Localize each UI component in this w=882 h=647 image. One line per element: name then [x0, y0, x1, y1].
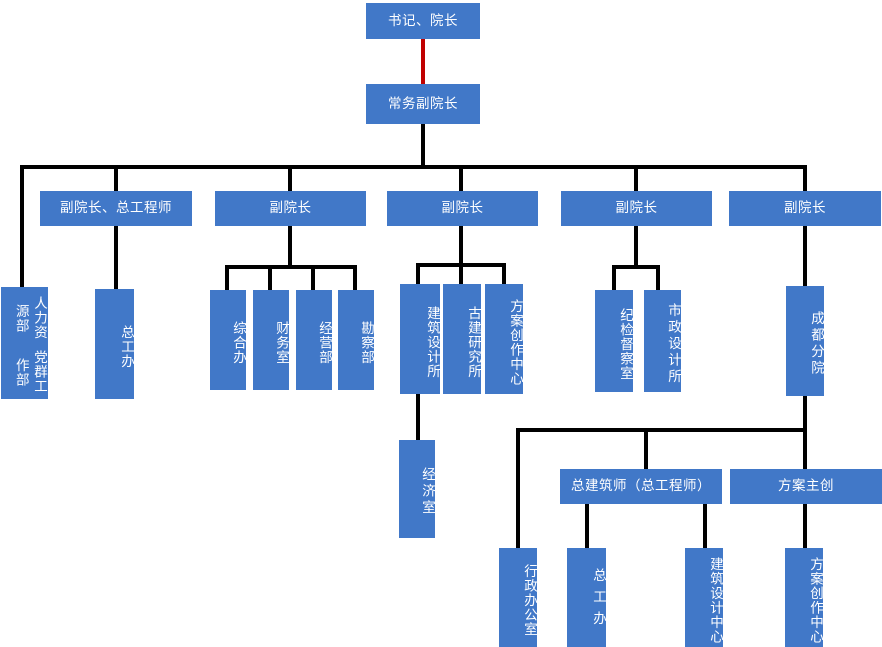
- edge-bus-to-vp4: [634, 165, 638, 191]
- node-party-dept-label: 党群工作部: [12, 350, 47, 394]
- node-scheme-center[interactable]: 方案创作中心: [485, 284, 523, 394]
- node-discipline-office[interactable]: 纪检督察室: [595, 290, 633, 392]
- edge-vp2-stem: [288, 226, 292, 267]
- edge-chief-architect-to-arch-design-center: [703, 504, 707, 548]
- edge-vp3-to-scheme-center: [502, 263, 506, 285]
- edge-vp4-to-municipal-institute: [656, 265, 660, 290]
- node-municipal-institute[interactable]: 市政设计所: [644, 290, 681, 392]
- node-root[interactable]: 书记、院长: [366, 3, 480, 39]
- edge-vp2-to-survey-dept: [353, 265, 357, 290]
- edge-vp4-bus: [612, 265, 660, 269]
- edge-chengdu-to-scheme-lead: [803, 428, 807, 469]
- node-chengdu-branch[interactable]: 成都分院: [786, 286, 824, 396]
- edge-exec-vp-stem: [421, 124, 425, 168]
- edge-chief-architect-to-chief-eng-office2: [585, 504, 589, 548]
- node-vp5[interactable]: 副院长: [729, 191, 881, 226]
- edge-bus-to-hr-party: [20, 165, 24, 287]
- edge-vp4-stem: [634, 226, 638, 267]
- edge-arch-institute-to-economics-office: [416, 393, 420, 440]
- edge-vp2-to-finance-office: [268, 265, 272, 290]
- node-finance-office[interactable]: 财务室: [253, 290, 289, 390]
- node-operations-dept[interactable]: 经营部: [296, 290, 332, 390]
- edge-bus-to-vp1: [114, 165, 118, 191]
- edge-bus-to-vp3: [459, 165, 463, 191]
- edge-vp1-to-chief-eng-office: [114, 226, 118, 289]
- edge-chengdu-bus: [516, 428, 807, 432]
- node-scheme-lead[interactable]: 方案主创: [730, 469, 882, 504]
- node-ancient-arch-institute[interactable]: 古建研究所: [443, 284, 481, 394]
- edge-scheme-lead-to-scheme-creation-center: [803, 504, 807, 548]
- node-vp2[interactable]: 副院长: [215, 191, 366, 226]
- edge-vp2-to-general-office: [225, 265, 229, 290]
- node-chief-architect[interactable]: 总建筑师（总工程师）: [560, 469, 722, 504]
- edge-vp5-to-chengdu-branch: [803, 226, 807, 286]
- node-chief-eng-office[interactable]: 总工办: [95, 289, 134, 399]
- edge-main-bus: [20, 165, 806, 169]
- node-exec-vp[interactable]: 常务副院长: [366, 84, 480, 124]
- node-vp3[interactable]: 副院长: [387, 191, 538, 226]
- edge-vp4-to-discipline-office: [612, 265, 616, 290]
- edge-vp2-to-operations-dept: [311, 265, 315, 290]
- edge-chengdu-to-admin-office: [516, 428, 520, 548]
- edge-vp3-stem: [459, 226, 463, 267]
- edge-chengdu-stem: [803, 395, 807, 431]
- node-hr-and-party-depts[interactable]: 人力资源部 党群工作部: [1, 287, 48, 399]
- node-chief-eng-office2[interactable]: 总工办: [567, 548, 606, 647]
- edge-vp3-to-arch-design-institute: [416, 263, 420, 285]
- node-arch-design-center[interactable]: 建筑设计中心: [685, 548, 723, 647]
- edge-chengdu-to-chief-architect: [644, 428, 648, 469]
- edge-vp3-to-ancient-arch-institute: [459, 263, 463, 285]
- node-economics-office[interactable]: 经济室: [399, 440, 435, 538]
- edge-bus-to-vp5: [803, 165, 807, 191]
- node-vp1[interactable]: 副院长、总工程师: [40, 191, 192, 226]
- node-scheme-creation-center[interactable]: 方案创作中心: [785, 548, 823, 647]
- node-hr-dept-label: 人力资源部: [12, 296, 47, 340]
- node-admin-office[interactable]: 行政办公室: [499, 548, 537, 647]
- edge-vp2-bus: [225, 265, 355, 269]
- node-general-office[interactable]: 综合办: [210, 290, 246, 390]
- node-arch-design-institute[interactable]: 建筑设计所: [400, 284, 440, 394]
- edge-root-to-exec-vp: [421, 36, 425, 84]
- node-survey-dept[interactable]: 勘察部: [338, 290, 374, 390]
- edge-bus-to-vp2: [288, 165, 292, 191]
- node-vp4[interactable]: 副院长: [561, 191, 712, 226]
